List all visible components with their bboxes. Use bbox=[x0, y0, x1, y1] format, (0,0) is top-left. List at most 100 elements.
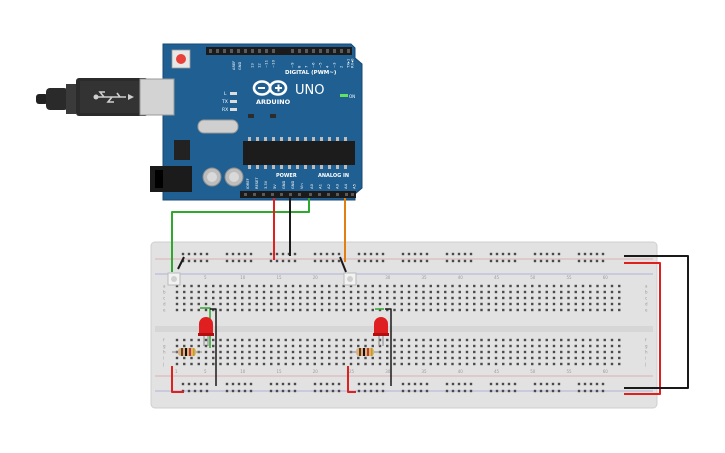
column-number: 30 bbox=[385, 369, 391, 374]
column-number: 5 bbox=[204, 275, 207, 280]
digital-pin-label: TX▸1 bbox=[346, 58, 351, 69]
digital-pin-label: RX◂0 bbox=[350, 58, 355, 68]
analog-pin-label: A1 bbox=[318, 183, 323, 189]
digital-pin-label: ~6 bbox=[311, 62, 316, 68]
crystal bbox=[197, 119, 239, 134]
arduino-brand: ARDUINO bbox=[256, 98, 291, 106]
row-letter: b bbox=[163, 290, 166, 295]
usb-socket bbox=[139, 78, 175, 116]
wire-black-rail-right[interactable] bbox=[624, 255, 689, 389]
analog-pin-label: A3 bbox=[335, 183, 340, 189]
power-pin-label: GND bbox=[282, 181, 286, 189]
row-letter: g bbox=[163, 344, 166, 349]
power-label: POWER bbox=[276, 173, 297, 179]
row-letter: h bbox=[163, 350, 166, 355]
digital-pin-label: 12 bbox=[257, 63, 262, 68]
digital-pin-label: 2 bbox=[339, 65, 344, 68]
power-pin-label: IOREF bbox=[246, 178, 250, 189]
board-model: UNO bbox=[295, 83, 324, 98]
wire-red-rail-left[interactable] bbox=[171, 366, 184, 393]
digital-header-label: DIGITAL (PWM~) bbox=[285, 70, 337, 76]
wire-black-led1[interactable] bbox=[210, 308, 217, 386]
wire-black-short-2[interactable] bbox=[339, 256, 347, 273]
row-letter: b bbox=[645, 290, 648, 295]
power-pin-label: Vin bbox=[300, 183, 304, 189]
digital-pin-label: ~10 bbox=[271, 59, 276, 68]
row-letter: c bbox=[645, 296, 647, 301]
row-letter: f bbox=[163, 338, 165, 343]
row-letter: c bbox=[163, 296, 165, 301]
potentiometer-1[interactable] bbox=[167, 272, 181, 286]
wire-red-rail-mid[interactable] bbox=[347, 366, 356, 393]
resistor-1[interactable] bbox=[172, 348, 202, 356]
column-number: 10 bbox=[240, 275, 246, 280]
breadboard[interactable]: 1155101015152020252530303535404045455050… bbox=[150, 241, 658, 409]
column-number: 60 bbox=[603, 275, 609, 280]
power-pin-label: GND bbox=[291, 181, 295, 189]
column-number: 40 bbox=[458, 369, 464, 374]
column-number: 20 bbox=[313, 369, 319, 374]
column-number: 45 bbox=[494, 369, 500, 374]
power-pin-label: 5V bbox=[273, 184, 277, 189]
analog-pin-label: A2 bbox=[326, 183, 331, 189]
column-number: 25 bbox=[349, 369, 355, 374]
row-letter: a bbox=[645, 284, 648, 289]
wire-black-short-1[interactable] bbox=[177, 256, 185, 270]
analog-pin-label: A4 bbox=[343, 183, 348, 189]
wire-green-gnd[interactable] bbox=[171, 198, 310, 272]
column-numbers: 1155101015152020252530303535404045455050… bbox=[175, 275, 608, 374]
column-number: 40 bbox=[458, 275, 464, 280]
column-number: 55 bbox=[567, 275, 573, 280]
analog-header[interactable] bbox=[305, 191, 356, 198]
led-2[interactable] bbox=[373, 317, 389, 346]
row-letter: f bbox=[645, 338, 647, 343]
digital-pin-label: 7 bbox=[304, 65, 309, 68]
row-letter: e bbox=[163, 308, 166, 313]
column-number: 10 bbox=[240, 369, 246, 374]
digital-pin-label: 8 bbox=[297, 65, 302, 68]
digital-header[interactable] bbox=[206, 47, 352, 55]
column-number: 1 bbox=[175, 369, 178, 374]
column-number: 60 bbox=[603, 369, 609, 374]
led-tx-label: TX bbox=[221, 99, 228, 105]
column-number: 15 bbox=[277, 369, 283, 374]
row-letter: e bbox=[645, 308, 648, 313]
row-letter: h bbox=[645, 350, 648, 355]
row-letter: d bbox=[163, 302, 166, 307]
digital-pin-label: ~5 bbox=[318, 62, 323, 68]
led-1[interactable] bbox=[198, 317, 214, 346]
power-pin-label: 3.3V bbox=[264, 180, 268, 189]
digital-pin-label: ~9 bbox=[290, 62, 295, 68]
resistor-2[interactable] bbox=[350, 348, 380, 356]
column-number: 35 bbox=[422, 369, 428, 374]
wire-red-rail-right[interactable] bbox=[624, 262, 661, 395]
row-letter: a bbox=[163, 284, 166, 289]
digital-pin-label: 13 bbox=[250, 63, 255, 68]
reset-button[interactable] bbox=[171, 49, 191, 69]
digital-pin-label: ~11 bbox=[264, 59, 269, 68]
row-letter: j bbox=[644, 362, 646, 367]
column-number: 15 bbox=[277, 275, 283, 280]
on-label: ON bbox=[349, 94, 355, 99]
row-letter: i bbox=[645, 356, 646, 361]
wires[interactable] bbox=[171, 198, 689, 395]
analog-pin-label: A5 bbox=[352, 183, 357, 189]
power-pin-labels: IOREF RESET 3.3V 5V GND GND Vin bbox=[246, 177, 304, 189]
digital-pin-label: 4 bbox=[325, 65, 330, 68]
potentiometer-2[interactable] bbox=[343, 272, 357, 286]
wire-black-led2[interactable] bbox=[385, 308, 392, 386]
power-pin-label: RESET bbox=[255, 177, 259, 189]
row-letter: j bbox=[162, 362, 164, 367]
breadboard-holes[interactable] bbox=[175, 252, 621, 393]
row-letter: i bbox=[163, 356, 164, 361]
row-letter: g bbox=[645, 344, 648, 349]
power-header[interactable] bbox=[240, 191, 312, 198]
column-number: 5 bbox=[204, 369, 207, 374]
row-letter: d bbox=[645, 302, 648, 307]
voltage-regulator bbox=[174, 140, 190, 160]
